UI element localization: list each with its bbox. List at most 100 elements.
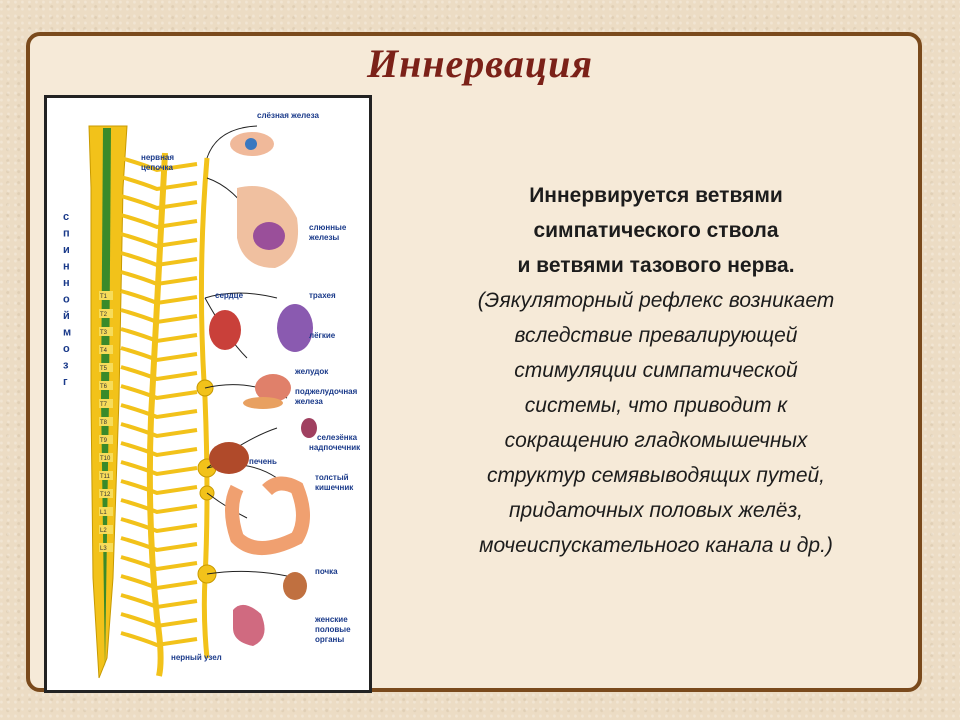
spine-label-letter: з	[63, 360, 69, 372]
vertebra-label: T5	[100, 366, 108, 372]
vertebra-label: T10	[100, 456, 111, 462]
label-stomach: желудок	[294, 367, 329, 376]
spinal-ramus	[120, 251, 198, 268]
vertebra-label: T11	[100, 474, 111, 480]
label-chain-1: нервная	[141, 153, 174, 162]
spinal-ramus	[120, 574, 198, 591]
spinal-rami	[120, 156, 198, 648]
note-line: вследствие превалирующей	[514, 324, 798, 347]
kidney	[283, 572, 307, 600]
spinal-ramus	[120, 441, 198, 458]
vertebra-box	[99, 291, 113, 300]
spinal-ramus	[120, 517, 198, 534]
spinal-ramus	[120, 175, 198, 192]
label-lungs: лёгкие	[309, 331, 336, 340]
spinal-ramus	[120, 270, 198, 287]
spinal-ramus	[120, 403, 198, 420]
spinal-ramus	[120, 289, 198, 306]
spinal-ramus	[120, 232, 198, 249]
spine-label-letter: г	[63, 376, 68, 388]
spinal-ramus	[120, 593, 198, 610]
spinal-ramus	[120, 365, 198, 382]
label-colon-1: толстый	[315, 473, 349, 482]
vertebra-box	[99, 453, 113, 462]
label-kidney: почка	[315, 567, 338, 576]
label-liver: печень	[249, 457, 277, 466]
vertebra-label: T8	[100, 420, 108, 426]
label-trachea: трахея	[309, 291, 336, 300]
label-female-3: органы	[315, 635, 344, 644]
spinal-ramus	[120, 384, 198, 401]
spinal-ramus	[120, 555, 198, 572]
salivary-gland	[253, 222, 285, 250]
vertebra-box	[99, 489, 113, 498]
spine-label-letter: н	[63, 261, 70, 273]
note-line: сокращению гладкомышечных	[504, 429, 808, 452]
note-line: стимуляции симпатической	[514, 359, 798, 382]
label-female-1: женские	[314, 615, 348, 624]
vertebra-box	[99, 471, 113, 480]
note-line: системы, что приводит к	[524, 394, 788, 417]
label-pancreas-2: железа	[294, 397, 323, 406]
spine-label-letter: и	[63, 244, 70, 256]
spinal-ramus	[120, 346, 198, 363]
text-block: Иннервируется ветвями симпатического ств…	[382, 178, 930, 563]
vertebra-box	[99, 543, 113, 552]
vertebra-box	[99, 435, 113, 444]
label-ganglion: нерный узел	[171, 653, 222, 662]
label-lacrimal: слёзная железа	[257, 111, 319, 120]
spleen	[301, 418, 317, 438]
label-colon-2: кишечник	[315, 483, 354, 492]
spine-label-letter: н	[63, 277, 70, 289]
vertebra-box	[99, 363, 113, 372]
label-female-2: половые	[315, 625, 351, 634]
label-heart: сердце	[215, 291, 244, 300]
vertebra-label: T7	[100, 402, 108, 408]
spine-label-letter: м	[63, 327, 71, 339]
vertebra-label: T4	[100, 348, 108, 354]
spine-label-letter: с	[63, 211, 69, 223]
spinal-ramus	[120, 460, 198, 477]
label-salivary-1: слюнные	[309, 223, 347, 232]
vertebra-box	[99, 381, 113, 390]
vertebra-label: T3	[100, 330, 108, 336]
spinal-ramus	[120, 612, 198, 629]
chain-right	[198, 157, 210, 659]
spinal-ramus	[120, 631, 198, 648]
vertebra-label: L3	[100, 546, 107, 552]
main-line: симпатического ствола	[533, 219, 779, 242]
note-line: мочеиспускательного канала и др.)	[479, 534, 833, 557]
label-spleen: селезёнка	[317, 433, 358, 442]
spine-label-letter: о	[63, 343, 70, 355]
spinal-ramus	[120, 327, 198, 344]
lungs	[277, 304, 313, 352]
vertebra-box	[99, 399, 113, 408]
main-line: Иннервируется ветвями	[529, 184, 783, 207]
vertebra-label: T9	[100, 438, 108, 444]
vertebra-label: T12	[100, 492, 111, 498]
label-pancreas-1: поджелудочная	[295, 387, 358, 396]
note-line: структур семявыводящих путей,	[486, 464, 826, 487]
spinal-ramus	[120, 156, 198, 173]
spine-label-letter: п	[63, 228, 70, 240]
label-chain-2: цепочка	[141, 163, 174, 172]
vertebra-box	[99, 525, 113, 534]
main-line: и ветвями тазового нерва.	[517, 254, 795, 277]
label-adrenal: надпочечник	[309, 443, 361, 452]
label-salivary-2: железы	[308, 233, 339, 242]
spine-label-letter: й	[63, 310, 70, 322]
note-line: (Эякуляторный рефлекс возникает	[477, 289, 835, 312]
spine-label-letter: о	[63, 294, 70, 306]
spinal-ramus	[120, 213, 198, 230]
spinal-ramus	[120, 422, 198, 439]
eye-iris	[245, 138, 257, 150]
vertebra-label: T1	[100, 294, 108, 300]
spinal-ramus	[120, 308, 198, 325]
spinal-ramus	[120, 194, 198, 211]
slide-title: Иннервация	[367, 41, 593, 86]
vertebra-label: T6	[100, 384, 108, 390]
stomach	[255, 374, 291, 402]
